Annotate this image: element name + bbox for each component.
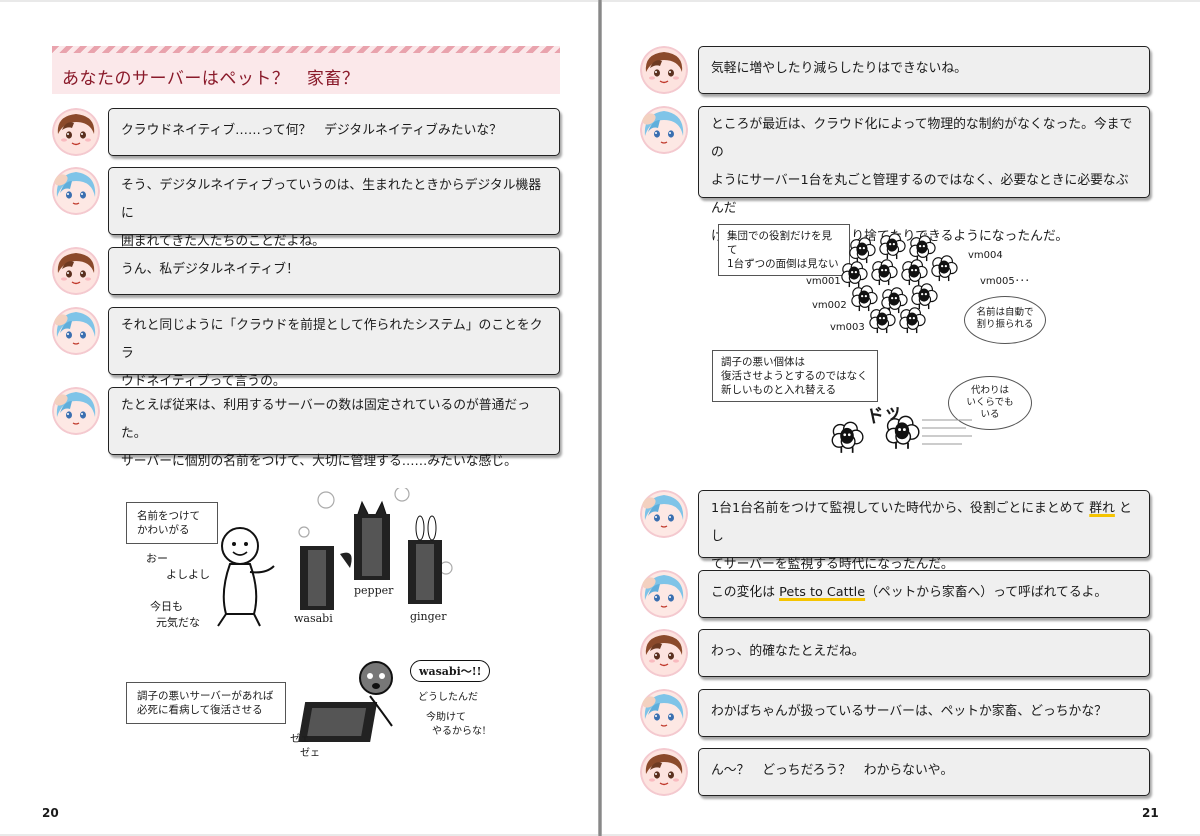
blue-hair-girl-avatar <box>640 570 688 618</box>
dialogue-bubble: わっ、的確なたとえだね。 <box>698 629 1150 677</box>
note-line: 調子の悪いサーバーがあれば <box>137 690 274 702</box>
dialogue-text-line: そう、デジタルネイティブっていうのは、生まれたときからデジタル機器に <box>121 178 542 221</box>
bubble-line: いる <box>980 409 1000 420</box>
vm-label: vm004 <box>968 250 1003 261</box>
page-number-left: 20 <box>42 806 59 820</box>
dialogue-text: クラウドネイティブ……って何？ デジタルネイティブみたいな？ <box>121 123 502 138</box>
speech-text: よしよし <box>166 568 210 581</box>
speech-text: やるからな! <box>432 726 487 737</box>
sheep-flock-illustration <box>841 233 958 334</box>
note-line: 1台ずつの面倒は見ない <box>727 258 839 270</box>
text-segment: （ペットから家畜へ）って呼ばれてるよ。 <box>865 585 1108 600</box>
title-stripe <box>52 46 560 53</box>
dialogue-bubble: この変化は Pets to Cattle（ペットから家畜へ）って呼ばれてるよ。 <box>698 570 1150 618</box>
pets-note-2: 調子の悪いサーバーがあれば 必死に看病して復活させる <box>126 682 286 724</box>
speech-text: 今助けて <box>426 712 466 723</box>
dialogue-text: ん〜？ どっちだろう？ わからないや。 <box>711 763 954 778</box>
dialogue-bubble: たとえば従来は、利用するサーバーの数は固定されているのが普通だった。 サーバーに… <box>108 387 560 469</box>
section-title-box: あなたのサーバーはペット？ 家畜？ <box>52 46 560 94</box>
page-21: 気軽に増やしたり減らしたりはできないね。 ところが最近は、クラウド化によって物理… <box>602 2 1200 834</box>
vm-label: vm002 <box>812 300 847 311</box>
pet-servers-illustration <box>298 488 453 610</box>
text-segment: 1台1台名前をつけて監視していた時代から、役割ごとにまとめて <box>711 501 1090 516</box>
bubble-line: 代わりは <box>970 385 1009 396</box>
brown-hair-girl-avatar <box>640 748 688 796</box>
dialogue-bubble: それと同じように「クラウドを前提として作られたシステム」のことをクラ ウドネイテ… <box>108 307 560 389</box>
text-segment: この変化は <box>711 585 780 600</box>
highlighted-term: 群れ <box>1089 501 1115 516</box>
bubble-line: いくらでも <box>966 397 1014 408</box>
dialogue-text: わかばちゃんが扱っているサーバーは、ペットか家畜、どっちかな？ <box>711 704 1107 719</box>
dialogue-bubble: そう、デジタルネイティブっていうのは、生まれたときからデジタル機器に 囲まれてき… <box>108 167 560 249</box>
blue-hair-girl-avatar <box>640 689 688 737</box>
speech-text: おー <box>146 552 168 565</box>
brown-hair-girl-avatar <box>640 629 688 677</box>
text-segment: とし <box>711 501 1132 544</box>
page-gutter <box>598 0 602 836</box>
dialogue-bubble: ところが最近は、クラウド化によって物理的な制約がなくなった。今までの ようにサー… <box>698 106 1150 244</box>
sheep-replacement-illustration <box>831 415 972 454</box>
dialogue-text-line: ところが最近は、クラウド化によって物理的な制約がなくなった。今までの <box>711 117 1133 160</box>
dialogue-text-line: ようにサーバー1台を丸ごと管理するのではなく、必要なときに必要なぶんだ <box>711 173 1129 216</box>
dialogue-bubble: クラウドネイティブ……って何？ デジタルネイティブみたいな？ <box>108 108 560 156</box>
dialogue-bubble: 気軽に増やしたり減らしたりはできないね。 <box>698 46 1150 94</box>
page-20: あなたのサーバーはペット？ 家畜？ クラウドネイティブ……って何？ デジタルネイ… <box>0 2 598 834</box>
blue-hair-girl-avatar <box>52 387 100 435</box>
man-character-illustration <box>217 527 275 627</box>
breath-sfx: ゼェ <box>290 734 310 745</box>
vm-label: vm001 <box>806 276 841 287</box>
speech-text: 元気だな <box>156 616 200 629</box>
blue-hair-girl-avatar <box>640 106 688 154</box>
pets-note-1: 名前をつけて かわいがる <box>126 502 218 544</box>
dialogue-text: 気軽に増やしたり減らしたりはできないね。 <box>711 61 967 76</box>
note-line: 調子の悪い個体は <box>721 356 805 368</box>
note-line: 集団での役割だけを見て <box>727 230 832 256</box>
cattle-note-1: 集団での役割だけを見て 1台ずつの面倒は見ない <box>718 224 850 276</box>
nursing-server-illustration <box>298 661 393 742</box>
dialogue-text-line: 囲まれてきた人たちのことだよね。 <box>121 234 325 249</box>
speech-text: どうしたんだ <box>418 692 478 703</box>
blue-hair-girl-avatar <box>52 307 100 355</box>
dialogue-text-line: それと同じように「クラウドを前提として作られたシステム」のことをクラ <box>121 318 543 361</box>
dialogue-text-line: てサーバーを監視する時代になったんだ。 <box>711 557 954 572</box>
dialogue-bubble: うん、私デジタルネイティブ！ <box>108 247 560 295</box>
speech-text: 今日も <box>150 600 183 613</box>
server-name-label: ginger <box>410 610 447 623</box>
dialogue-text-line: 1台1台名前をつけて監視していた時代から、役割ごとにまとめて 群れ とし <box>711 495 1137 551</box>
highlighted-term: Pets to Cattle <box>779 585 866 600</box>
bubble-line: 割り振られる <box>976 319 1034 330</box>
cattle-bubble-1: 名前は自動で 割り振られる <box>964 296 1046 344</box>
dialogue-text-line: たとえば従来は、利用するサーバーの数は固定されているのが普通だった。 <box>121 398 530 441</box>
dialogue-bubble: わかばちゃんが扱っているサーバーは、ペットか家畜、どっちかな？ <box>698 689 1150 737</box>
blue-hair-girl-avatar <box>52 167 100 215</box>
brown-hair-girl-avatar <box>52 247 100 295</box>
cattle-bubble-2: 代わりは いくらでも いる <box>948 376 1032 430</box>
vm-label: vm003 <box>830 322 865 333</box>
dialogue-text: わっ、的確なたとえだね。 <box>711 644 865 659</box>
server-name-label: pepper <box>354 584 394 597</box>
cattle-note-2: 調子の悪い個体は 復活させようとするのではなく 新しいものと入れ替える <box>712 350 878 402</box>
vm-label: vm005･･･ <box>980 276 1030 287</box>
note-line: 名前をつけて <box>137 510 200 522</box>
dialogue-text-line: ウドネイティブって言うの。 <box>121 374 286 389</box>
server-name-label: wasabi <box>294 612 333 625</box>
brown-hair-girl-avatar <box>640 46 688 94</box>
section-title: あなたのサーバーはペット？ 家畜？ <box>62 69 360 89</box>
dialogue-bubble: 1台1台名前をつけて監視していた時代から、役割ごとにまとめて 群れ とし てサー… <box>698 490 1150 572</box>
dialogue-text: うん、私デジタルネイティブ！ <box>121 262 299 277</box>
note-line: 必死に看病して復活させる <box>137 704 263 716</box>
page-number-right: 21 <box>1142 806 1159 820</box>
dialogue-bubble: ん〜？ どっちだろう？ わからないや。 <box>698 748 1150 796</box>
brown-hair-girl-avatar <box>52 108 100 156</box>
shout-bubble: wasabi〜!! <box>410 660 491 682</box>
dialogue-text-line: サーバーに個別の名前をつけて、大切に管理する……みたいな感じ。 <box>121 454 517 469</box>
note-line: 復活させようとするのではなく <box>721 370 868 382</box>
bubble-line: 名前は自動で <box>976 307 1034 318</box>
breath-sfx: ゼェ <box>300 748 320 759</box>
blue-hair-girl-avatar <box>640 490 688 538</box>
note-line: 新しいものと入れ替える <box>721 384 837 396</box>
note-line: かわいがる <box>137 524 190 536</box>
